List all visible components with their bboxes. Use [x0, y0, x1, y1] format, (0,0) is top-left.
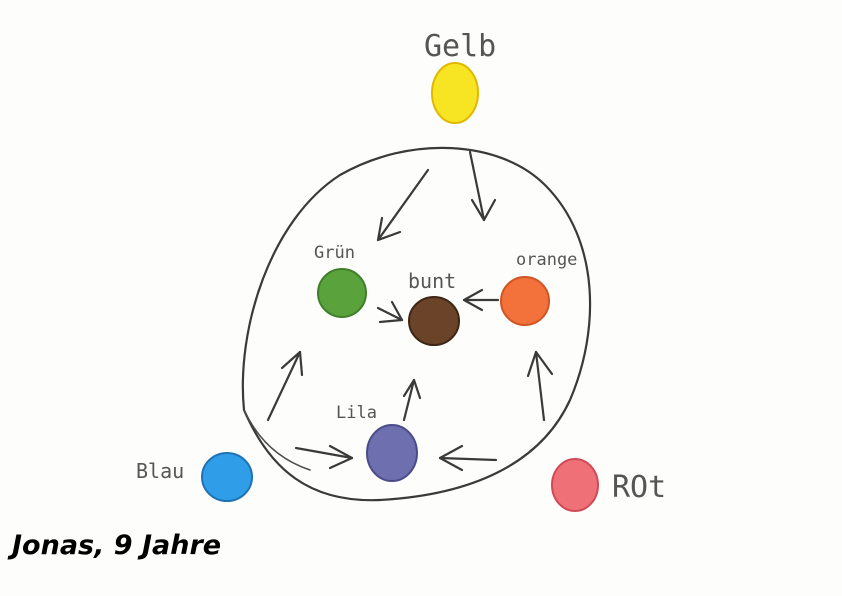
orange-dot	[500, 276, 550, 326]
artist-caption: Jonas, 9 Jahre	[12, 530, 222, 561]
label-blau: Blau	[136, 459, 184, 483]
arrow-gelb-to-orange	[468, 150, 497, 222]
arrow-gelb-to-gruen	[376, 168, 430, 242]
blau-dot	[201, 452, 253, 502]
arrow-rot-to-lila	[438, 444, 498, 472]
label-gruen: Grün	[314, 243, 355, 263]
arrow-blau-to-lila	[294, 444, 354, 470]
arrow-blau-to-gruen	[266, 350, 304, 422]
label-orange: orange	[516, 250, 577, 270]
label-gelb: Gelb	[424, 29, 496, 64]
arrow-lila-to-bunt	[402, 378, 422, 422]
gelb-dot	[431, 62, 479, 124]
arrow-orange-to-bunt	[462, 288, 500, 312]
label-rot: ROt	[612, 470, 666, 505]
gruen-dot	[317, 268, 367, 318]
rot-dot	[551, 458, 599, 512]
arrow-gruen-to-bunt	[376, 300, 404, 324]
label-lila: Lila	[336, 403, 377, 423]
enclosing-loop	[241, 146, 592, 502]
loop-inner-tail	[243, 409, 311, 471]
bunt-dot	[408, 296, 460, 346]
label-bunt: bunt	[408, 269, 456, 293]
arrow-rot-to-orange	[526, 350, 554, 422]
lila-dot	[366, 424, 418, 482]
